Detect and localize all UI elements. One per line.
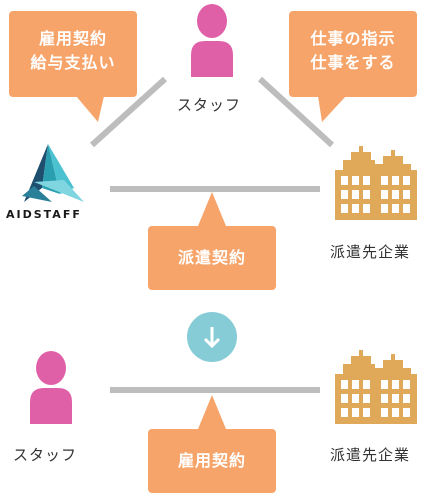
contract-box-dispatch: 派遣契約 — [148, 226, 276, 290]
contract-box-employment: 雇用契約 — [148, 429, 276, 493]
bubble-right-line-2: 仕事をする — [310, 53, 396, 72]
contract-label-employment: 雇用契約 — [177, 451, 246, 470]
person-icon — [191, 4, 233, 77]
bubble-right-line-1: 仕事の指示 — [310, 29, 396, 48]
connector-staff-to-agency — [89, 76, 168, 148]
connector-staff-to-company — [257, 76, 335, 148]
contract-box-tail-bottom — [198, 395, 226, 429]
contract-box-tail-top — [198, 192, 226, 226]
bubble-left-tail — [76, 96, 104, 122]
building-icon-bottom — [335, 350, 417, 424]
company-label-bottom: 派遣先企業 — [330, 446, 411, 464]
bubble-employment-payment: 雇用契約 給与支払い — [9, 11, 137, 97]
bubble-left-line-1: 雇用契約 — [38, 29, 107, 48]
down-arrow-circle — [187, 312, 237, 362]
contract-label-dispatch: 派遣契約 — [177, 248, 246, 267]
down-arrow-icon — [203, 327, 221, 349]
bubble-left-line-2: 給与支払い — [30, 53, 116, 72]
bubble-right-tail — [318, 96, 346, 122]
building-icon — [335, 146, 417, 220]
person-icon-bottom — [30, 351, 72, 424]
staff-label-top: スタッフ — [177, 96, 242, 114]
staff-label-bottom: スタッフ — [13, 446, 78, 464]
aidstaff-logo-icon — [22, 144, 84, 202]
bubble-work-instruction: 仕事の指示 仕事をする — [289, 11, 417, 97]
company-label-top: 派遣先企業 — [330, 243, 411, 261]
logo-text: AIDSTAFF — [6, 208, 82, 221]
